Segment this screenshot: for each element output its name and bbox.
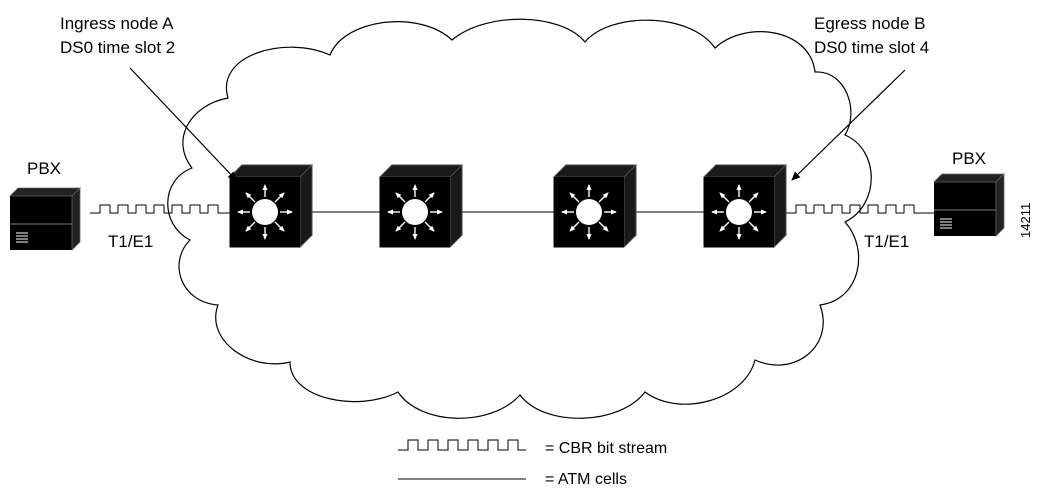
pbx-right-label: PBX xyxy=(952,149,986,168)
atm-network-cloud xyxy=(167,18,872,419)
atm-switch-ingress-icon xyxy=(230,165,312,247)
atm-switch-core-2-icon xyxy=(554,165,636,247)
atm-switch-core-1-icon xyxy=(380,165,462,247)
ingress-label-line1: Ingress node A xyxy=(60,14,174,33)
legend-cbr-symbol xyxy=(398,439,526,451)
legend-cbr-label: = CBR bit stream xyxy=(545,440,667,457)
pbx-right-icon xyxy=(933,173,1005,237)
legend: = CBR bit stream = ATM cells xyxy=(398,439,667,488)
legend-atm-label: = ATM cells xyxy=(545,471,627,488)
cbr-stream-right xyxy=(786,204,934,214)
ingress-callout-arrow xyxy=(129,67,237,181)
egress-label-line2: DS0 time slot 4 xyxy=(814,38,929,57)
egress-callout-arrow xyxy=(791,69,906,181)
cbr-stream-left xyxy=(90,204,232,214)
ingress-label-line2: DS0 time slot 2 xyxy=(60,38,175,57)
egress-label-line1: Egress node B xyxy=(814,14,926,33)
trunk-right-label: T1/E1 xyxy=(864,232,909,251)
atm-switch-egress-icon xyxy=(704,165,786,247)
trunk-left-label: T1/E1 xyxy=(108,232,153,251)
figure-number: 14211 xyxy=(1018,203,1033,238)
pbx-left-icon xyxy=(9,187,81,251)
pbx-left-label: PBX xyxy=(27,159,61,178)
